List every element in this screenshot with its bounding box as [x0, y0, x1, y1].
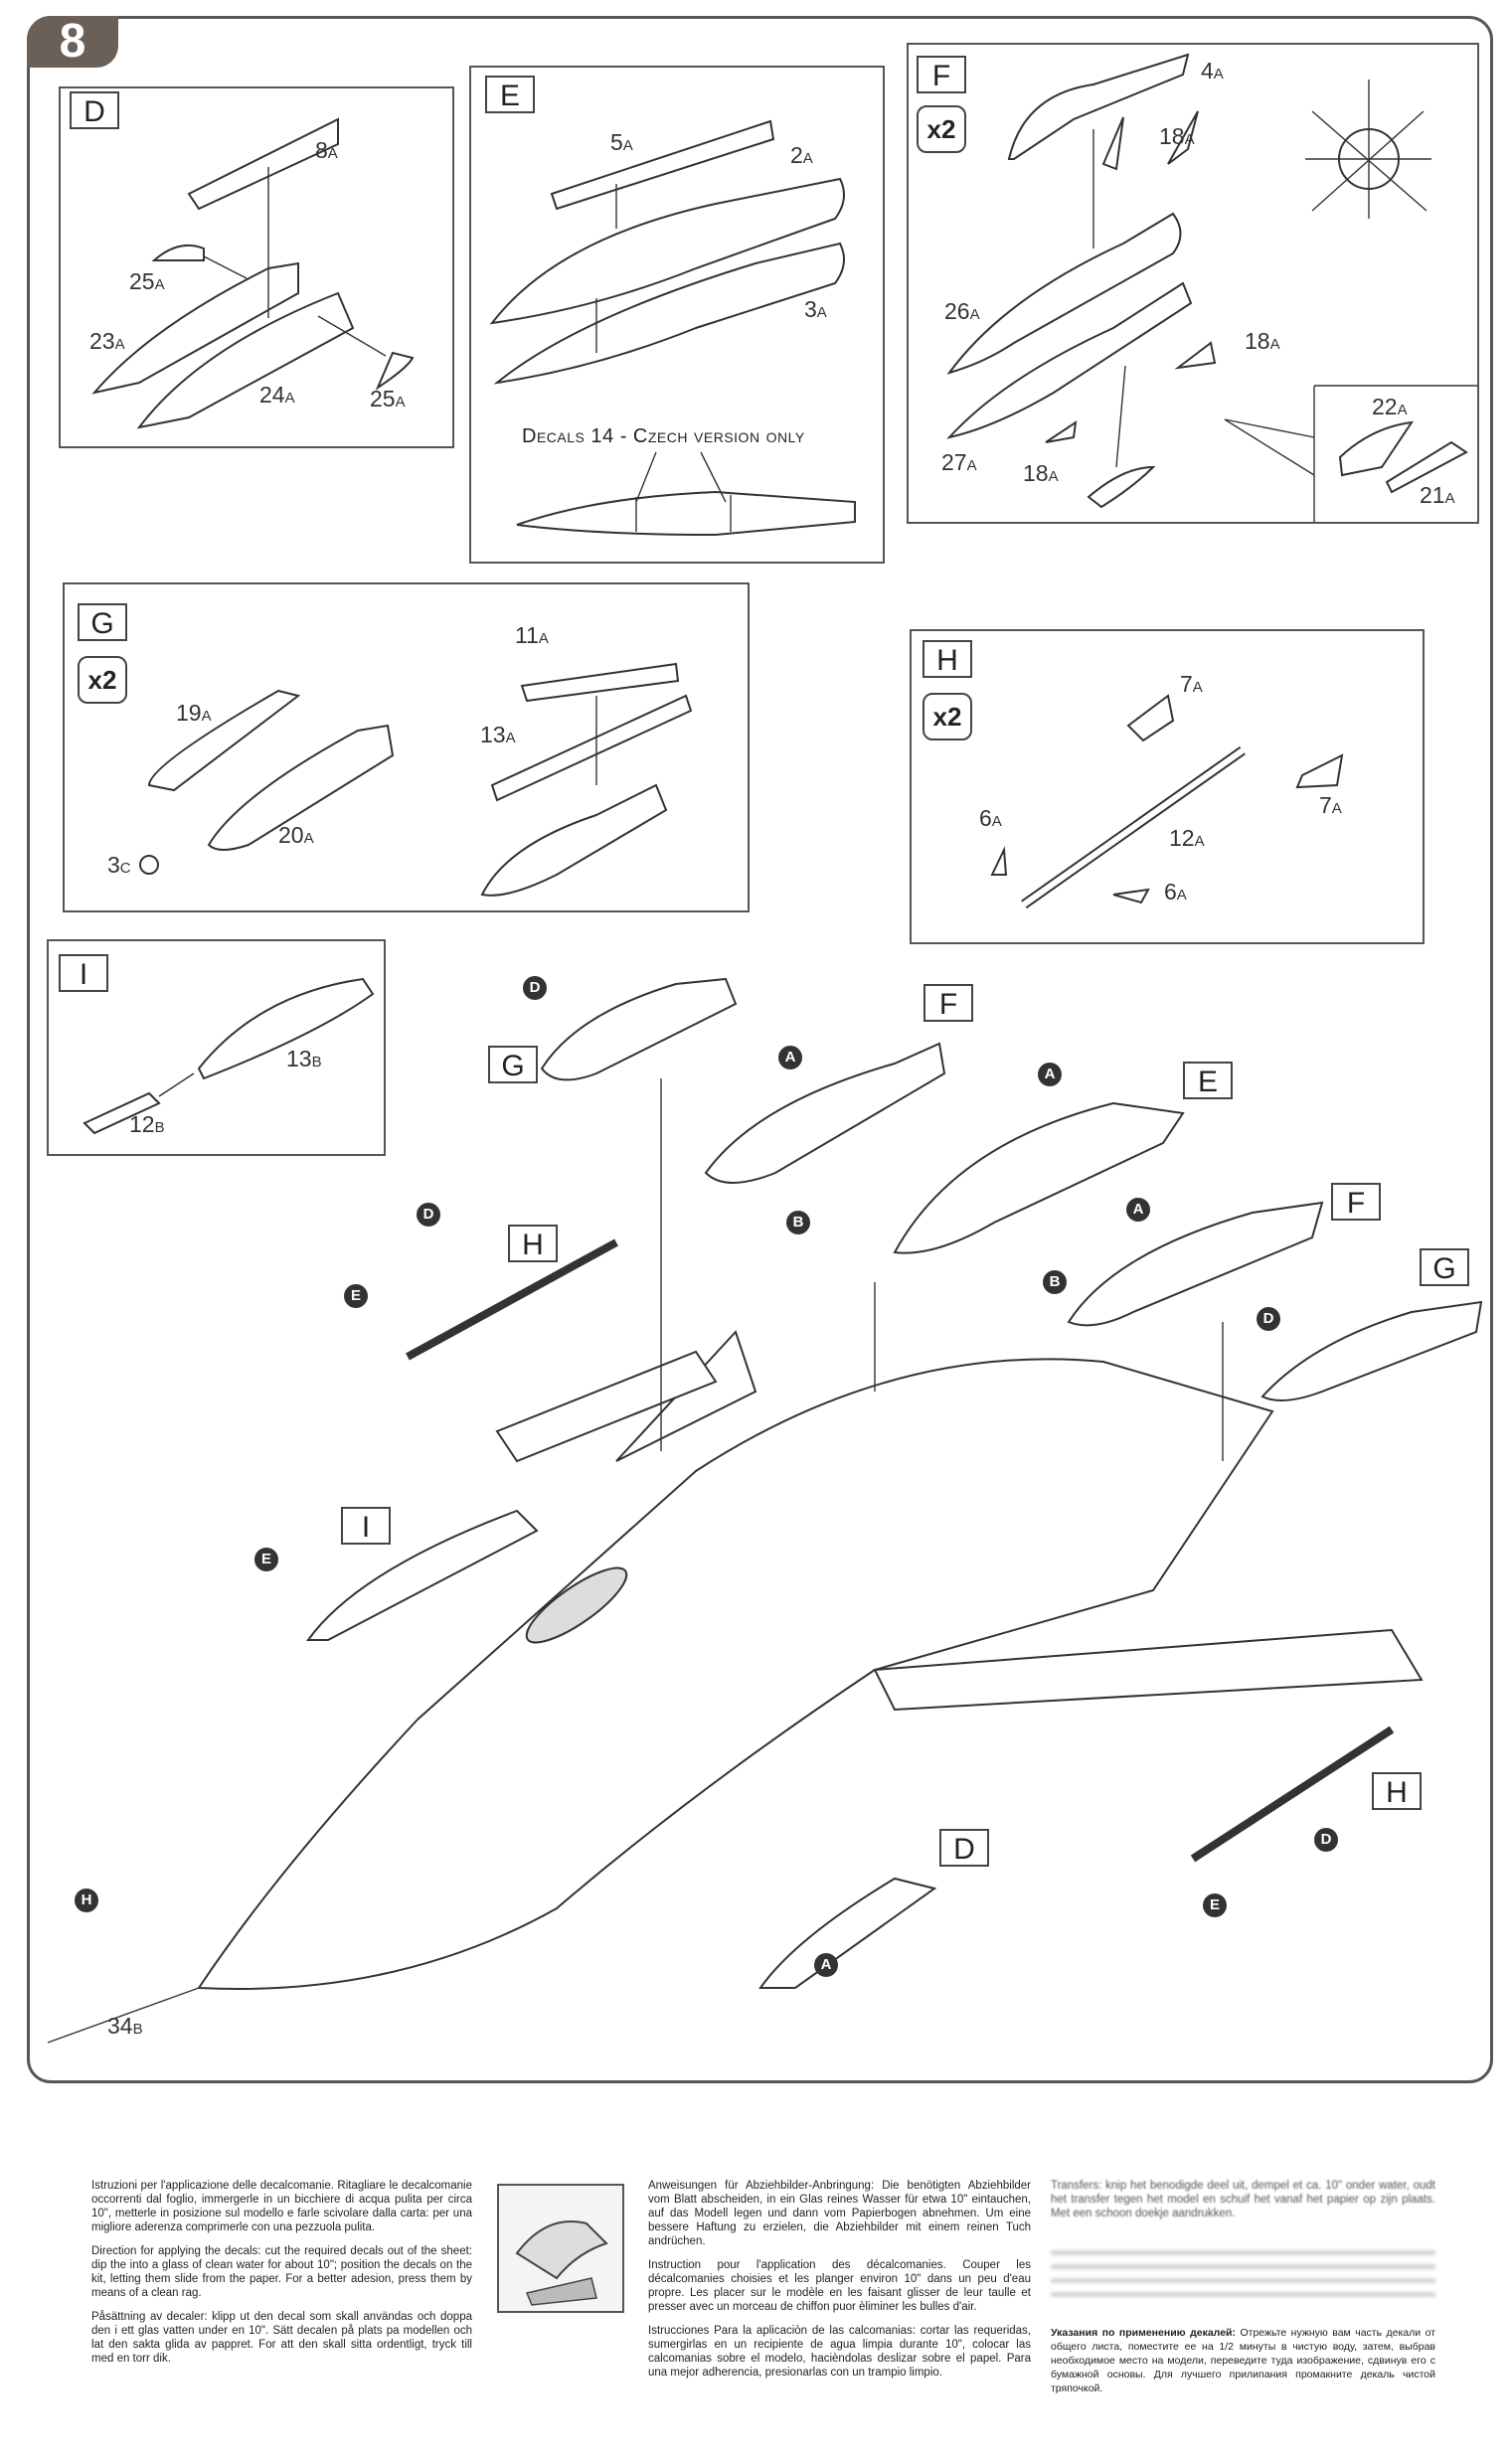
callout-circle: E: [254, 1548, 278, 1571]
part-label: 13B: [286, 1046, 322, 1071]
station-box: F: [1331, 1183, 1381, 1221]
instructions-col-1: Istruzioni per l'applicazione delle deca…: [91, 2179, 472, 2376]
quantity-x2-badge: x2: [78, 656, 127, 704]
panel-d: [59, 86, 454, 448]
callout-circle: E: [1203, 1893, 1227, 1917]
instructions-fr: Instruction pour l'application des décal…: [648, 2259, 1031, 2313]
part-label: 25A: [370, 386, 406, 411]
panel-d-letter: D: [70, 91, 119, 129]
instructions-sv: Påsättning av decaler: klipp ut den deca…: [91, 2311, 472, 2365]
callout-circle: B: [786, 1211, 810, 1234]
part-label: 6A: [979, 805, 1002, 831]
callout-circle: D: [417, 1203, 440, 1227]
panel-f-letter: F: [917, 56, 966, 93]
drawing-panel-f: [946, 53, 1479, 524]
callout-circle: A: [1126, 1198, 1150, 1222]
instructions-de: Anweisungen für Abziehbilder-Anbringung:…: [648, 2180, 1031, 2247]
drawing-panel-g: [139, 662, 693, 897]
part-label: 12B: [129, 1111, 165, 1137]
panel-g: [63, 582, 750, 912]
instructions-col-2: Anweisungen für Abziehbilder-Anbringung:…: [648, 2179, 1031, 2389]
instructions-es: Istrucciones Para la aplicaciòn de las c…: [648, 2325, 1031, 2379]
callout-circle: B: [1043, 1270, 1067, 1294]
part-label: 23A: [89, 328, 125, 354]
callout-circle: D: [1257, 1307, 1280, 1331]
panel-e-letter: E: [485, 76, 535, 113]
step-number-badge: 8: [27, 16, 118, 68]
instructions-col-3: Transfers: knip het benodigde deel uit, …: [1051, 2179, 1435, 2405]
station-box: F: [923, 984, 973, 1022]
part-label: 6A: [1164, 879, 1187, 904]
part-label: 24A: [259, 382, 295, 408]
part-label: 13A: [480, 722, 516, 747]
decals-note: Decals 14 - Czech version only: [522, 425, 805, 447]
station-box: E: [1183, 1062, 1233, 1099]
instructions-ru-title: Указания по применению декалей:: [1051, 2327, 1237, 2339]
panel-g-letter: G: [78, 603, 127, 641]
part-label: 5A: [610, 129, 633, 155]
quantity-x2-badge: x2: [923, 693, 972, 740]
part-label: 18A: [1245, 328, 1280, 354]
callout-circle: A: [814, 1953, 838, 1977]
panel-e: [469, 66, 885, 564]
part-label: 19A: [176, 700, 212, 726]
panel-h-letter: H: [923, 640, 972, 678]
part-label: 2A: [790, 142, 813, 168]
part-label: 26A: [944, 298, 980, 324]
callout-circle: A: [778, 1046, 802, 1069]
drawing-panel-i: [83, 977, 375, 1135]
part-label: 18A: [1023, 460, 1059, 486]
drawing-aircraft: [47, 977, 1483, 2044]
station-box: H: [508, 1225, 558, 1262]
instructions-it: Istruzioni per l'applicazione delle deca…: [91, 2180, 472, 2233]
callout-circle: E: [344, 1284, 368, 1308]
part-label: 25A: [129, 268, 165, 294]
part-label: 3A: [804, 296, 827, 322]
panel-h: [910, 629, 1425, 944]
instructions-nl: Transfers: knip het benodigde deel uit, …: [1051, 2180, 1435, 2219]
station-box: G: [488, 1046, 538, 1083]
part-label: 8A: [315, 137, 338, 163]
station-box: G: [1420, 1248, 1469, 1286]
callout-circle: H: [75, 1889, 98, 1912]
part-label: 21A: [1420, 482, 1455, 508]
drawing-panel-d: [91, 117, 415, 429]
decal-application-illustration: [497, 2184, 624, 2313]
instructions-en: Direction for applying the decals: cut t…: [91, 2245, 472, 2299]
part-label: 22A: [1372, 394, 1408, 419]
callout-circle: A: [1038, 1063, 1062, 1086]
part-label: 34B: [107, 2013, 143, 2039]
station-box: H: [1372, 1772, 1422, 1810]
part-label: 27A: [941, 449, 977, 475]
callout-circle: D: [523, 976, 547, 1000]
station-box: I: [341, 1507, 391, 1545]
station-box: D: [939, 1829, 989, 1867]
part-label: 12A: [1169, 825, 1205, 851]
part-label: 7A: [1180, 671, 1203, 697]
drawing-panel-e: [489, 119, 856, 537]
part-label: 7A: [1319, 792, 1342, 818]
part-label: 4A: [1201, 58, 1224, 83]
panel-i-letter: I: [59, 954, 108, 992]
part-label: 3C: [107, 852, 131, 878]
part-label: 11A: [515, 622, 549, 648]
panel-f: [907, 43, 1479, 524]
callout-circle: D: [1314, 1828, 1338, 1852]
drawing-panel-h: [990, 694, 1344, 909]
panel-i: [47, 939, 386, 1156]
quantity-x2-badge: x2: [917, 105, 966, 153]
instructions-jp-blurred: [1051, 2246, 1435, 2306]
instructions-ru: Отрежьте нужную вам часть декали от обще…: [1051, 2327, 1436, 2394]
step-frame: [27, 16, 1493, 2083]
part-label: 18A: [1159, 123, 1195, 149]
part-label: 20A: [278, 822, 314, 848]
